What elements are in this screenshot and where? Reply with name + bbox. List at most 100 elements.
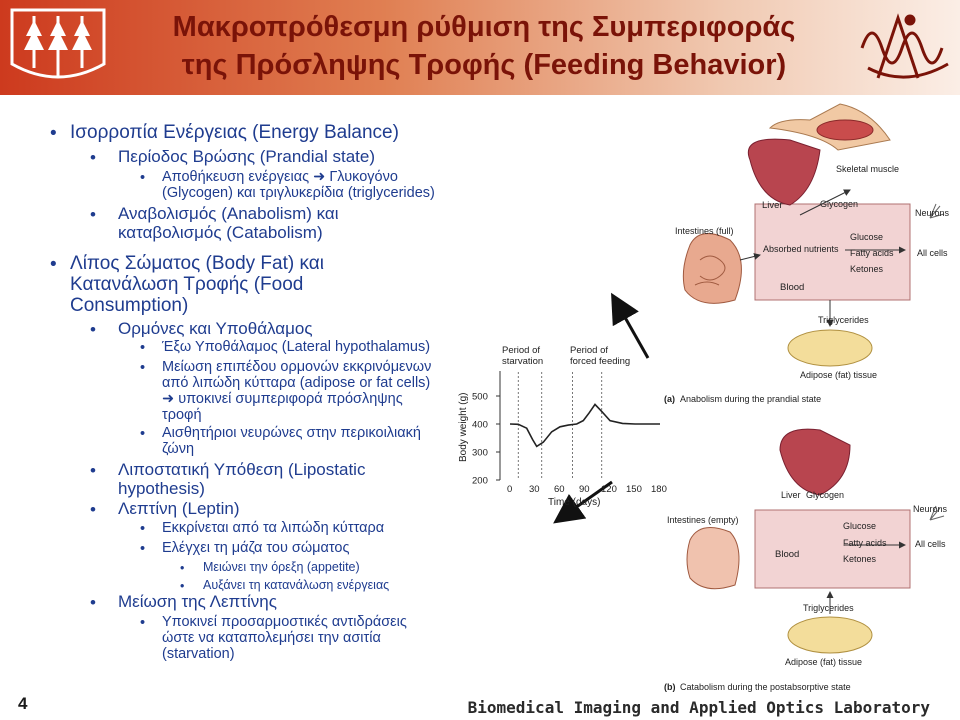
label-glycogen-b: Glycogen: [806, 490, 844, 500]
label-ketones-b: Ketones: [843, 554, 877, 564]
label-triglycerides-b: Triglycerides: [803, 603, 854, 613]
label-absorbed-nutrients: Absorbed nutrients: [763, 244, 839, 254]
bullet-marker: •: [140, 426, 146, 442]
x-tick-label-0: 0: [507, 484, 512, 495]
liver-icon-a: [748, 138, 821, 206]
university-logo-icon: [10, 8, 106, 79]
lab-logo-icon: [860, 13, 949, 79]
bullet-anabolism-cont: καταβολισμός (Catabolism): [118, 223, 323, 242]
bullet-marker: •: [180, 561, 185, 575]
bullet-lateral-hypothalamus: Έξω Υποθάλαμος (Lateral hypothalamus): [162, 339, 431, 355]
bullet-leptin-secreted: Εκκρίνεται από τα λιπώδη κύτταρα: [162, 520, 385, 536]
label-glycogen-a: Glycogen: [820, 199, 858, 209]
bullet-leptin-decrease: Μείωση της Λεπτίνης: [118, 592, 277, 611]
label-neurons-a: Neurons: [915, 208, 950, 218]
x-tick-label-60: 60: [554, 484, 565, 495]
bullet-sensory-neurons: Αισθητήριοι νευρώνες στην περικοιλιακή: [162, 425, 421, 441]
panel-b-catabolism: Liver Glycogen Intestines (empty) Neuron…: [664, 428, 948, 692]
blood-box-a: [754, 203, 911, 301]
bullet-sensory-neurons-cont: ζώνη: [162, 441, 195, 457]
annotation-starvation-line1: Period of: [502, 345, 540, 356]
label-all-cells-a: All cells: [917, 248, 948, 258]
intestines-coils-icon: [694, 255, 726, 286]
bullet-marker: •: [140, 170, 146, 186]
bullet-marker: •: [90, 205, 96, 224]
x-tick-label-90: 90: [579, 484, 590, 495]
lab-footer: Biomedical Imaging and Applied Optics La…: [467, 698, 930, 717]
label-fatty-acids-b: Fatty acids: [843, 538, 887, 548]
adipose-tissue-icon-b: [787, 616, 873, 654]
bullet-adaptive-responses: Υποκινεί προσαρμοστικές αντιδράσεις: [162, 614, 407, 630]
bullet-hormones: Ορμόνες και Υποθάλαμος: [118, 319, 313, 338]
annotation-forced-feeding-line2: forced feeding: [570, 356, 630, 367]
annotation-starvation-line2: starvation: [502, 356, 543, 367]
label-triglycerides-a: Triglycerides: [818, 315, 869, 325]
bullet-marker: •: [180, 579, 185, 593]
panel-a-anabolism: Liver Intestines (full) Skeletal muscle …: [664, 103, 950, 404]
hormone-decrease-3-text: υποκινεί συμπεριφορά πρόσληψης: [178, 391, 403, 407]
chart-ylabel: Body weight (g): [458, 393, 469, 462]
y-tick-label-200: 200: [472, 476, 488, 487]
label-blood-b: Blood: [775, 549, 799, 560]
bullet-lipostatic-cont: hypothesis): [118, 479, 205, 498]
bullet-reduce-appetite: Μειώνει την όρεξη (appetite): [203, 560, 360, 574]
label-fatty-acids-a: Fatty acids: [850, 248, 894, 258]
title-line-1: Μακροπρόθεσμη ρύθμιση της Συμπεριφοράς: [172, 11, 796, 43]
body-weight-chart: Period of starvation Period of forced fe…: [458, 345, 667, 508]
label-glucose-a: Glucose: [850, 232, 883, 242]
metabolism-figure: Liver Intestines (full) Skeletal muscle …: [458, 103, 950, 692]
bullet-adaptive-responses-3: (starvation): [162, 646, 235, 662]
neuron-icon-b: [929, 505, 945, 521]
glycogen-text: Γλυκογόνο: [329, 169, 398, 185]
absorbed-arrow-a: [739, 253, 761, 261]
intestines-empty-icon: [686, 527, 740, 590]
bullet-adaptive-responses-2: ώστε να καταπολεμήσει την ασιτία: [162, 630, 381, 646]
label-ketones-a: Ketones: [850, 264, 884, 274]
caption-a-text: Anabolism during the prandial state: [680, 394, 821, 404]
y-tick-label-500: 500: [472, 392, 488, 403]
bullet-marker: •: [90, 320, 96, 339]
bullet-marker: •: [90, 500, 96, 519]
y-tick-label-300: 300: [472, 448, 488, 459]
bullet-body-fat-cont: Κατανάλωση Τροφής (Food: [70, 274, 304, 295]
pointer-arrow-to-anabolism: [611, 292, 650, 359]
x-tick-label-180: 180: [651, 484, 667, 495]
x-tick-label-30: 30: [529, 484, 540, 495]
bullet-increase-expenditure: Αυξάνει τη κατανάλωση ενέργειας: [203, 578, 390, 592]
chart-xlabel: Time (days): [548, 497, 600, 508]
bullet-marker: •: [50, 123, 57, 144]
bullet-marker: •: [90, 148, 96, 167]
right-arrow-icon: ➜: [162, 391, 175, 407]
y-tick-label-400: 400: [472, 420, 488, 431]
bullet-hormone-decrease-3: ➜ υποκινεί συμπεριφορά πρόσληψης: [162, 391, 403, 407]
energy-storage-text: Αποθήκευση ενέργειας: [162, 169, 310, 185]
neuron-icon-a: [929, 203, 945, 219]
bullet-anabolism: Αναβολισμός (Anabolism) και: [118, 204, 339, 223]
liver-icon-b: [779, 428, 851, 496]
bullet-marker: •: [140, 541, 146, 557]
right-arrow-icon: ➜: [313, 169, 326, 185]
x-tick-label-120: 120: [601, 484, 617, 495]
bullet-energy-storage-cont: (Glycogen) και τριγλυκερίδια (triglyceri…: [162, 185, 435, 201]
title-line-2: της Πρόσληψης Τροφής (Feeding Behavior): [181, 49, 787, 81]
bullet-marker: •: [140, 340, 146, 356]
bullet-hormone-decrease: Μείωση επιπέδου ορμονών εκκρινόμενων: [162, 359, 432, 375]
bullet-hormone-decrease-2: από λιπώδη κύτταρα (adipose or fat cells…: [162, 375, 431, 391]
label-liver-a: Liver: [762, 200, 783, 211]
series-body-weight-line: [509, 403, 660, 448]
bullet-marker: •: [50, 254, 57, 275]
bullet-hormone-decrease-4: τροφή: [162, 407, 202, 423]
label-blood-a: Blood: [780, 282, 804, 293]
page-title: Μακροπρόθεσμη ρύθμιση της Συμπεριφοράς τ…: [110, 8, 858, 84]
caption-b-label: (b): [664, 682, 676, 692]
label-glucose-b: Glucose: [843, 521, 876, 531]
skeletal-muscle-icon: [816, 119, 874, 141]
bullet-energy-balance: Ισορροπία Ενέργειας (Energy Balance): [70, 122, 399, 143]
bullet-marker: •: [90, 461, 96, 480]
caption-b-text: Catabolism during the postabsorptive sta…: [680, 682, 851, 692]
bullet-leptin: Λεπτίνη (Leptin): [118, 499, 240, 518]
bullet-marker: •: [140, 615, 146, 631]
bullet-lipostatic: Λιποστατική Υπόθεση (Lipostatic: [118, 460, 366, 479]
bullet-marker: •: [140, 360, 146, 376]
x-tick-label-150: 150: [626, 484, 642, 495]
